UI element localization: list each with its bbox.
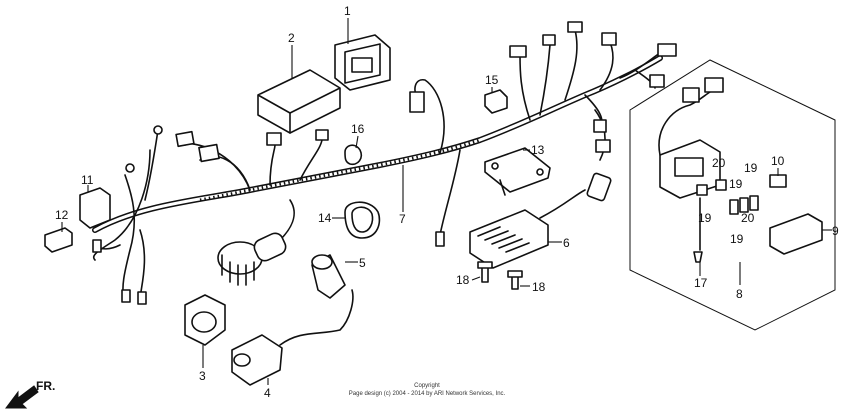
round-connector xyxy=(217,232,287,286)
callout-15: 15 xyxy=(485,73,499,87)
ring-terminal xyxy=(125,163,135,173)
spade-terminal xyxy=(121,289,131,303)
callout-19: 19 xyxy=(730,232,744,246)
harness-connectors xyxy=(92,21,677,305)
connector-coupler xyxy=(649,74,665,88)
ring-terminal xyxy=(153,125,163,135)
connector-coupler xyxy=(409,91,425,113)
front-label: FR. xyxy=(36,379,55,393)
connector-coupler xyxy=(586,172,612,202)
copyright-label: Copyright xyxy=(414,383,440,389)
connector-coupler xyxy=(542,34,556,46)
connector-coupler xyxy=(198,143,220,163)
callout-16: 16 xyxy=(351,122,365,136)
leader-lines xyxy=(61,18,832,385)
fuse xyxy=(696,184,708,196)
callout-4: 4 xyxy=(264,386,271,400)
spade-terminal xyxy=(92,239,102,253)
page-design-notice: Page design (c) 2004 - 2014 by ARI Netwo… xyxy=(349,391,506,397)
callout-5: 5 xyxy=(359,256,366,270)
callout-19: 19 xyxy=(698,211,712,225)
callout-18-left: 18 xyxy=(456,273,470,287)
callout-9: 9 xyxy=(832,224,839,238)
part-1-coupler xyxy=(334,34,391,91)
callout-19: 19 xyxy=(729,177,743,191)
connector-coupler xyxy=(266,132,282,146)
part-12-relay xyxy=(44,227,73,253)
part-6-regulator xyxy=(469,189,586,269)
fuse xyxy=(729,199,739,215)
copyright-footer: Copyright Page design (c) 2004 - 2014 by… xyxy=(349,383,506,397)
connector-coupler xyxy=(704,77,724,93)
part-10-fuse xyxy=(769,174,787,188)
callout-18-right: 18 xyxy=(532,280,546,294)
part-16-clip xyxy=(344,144,363,166)
callout-19: 19 xyxy=(744,161,758,175)
part-5-plug-cap xyxy=(311,254,346,299)
fuse xyxy=(739,197,749,213)
callout-11: 11 xyxy=(81,173,94,187)
callout-20: 20 xyxy=(741,211,755,225)
part-15-clip xyxy=(484,89,508,114)
callout-1: 1 xyxy=(344,4,351,18)
callout-7: 7 xyxy=(399,212,406,226)
front-direction-arrow: FR. xyxy=(5,379,55,409)
part-11-relay xyxy=(79,187,111,229)
part-13-bracket xyxy=(484,147,551,196)
connector-coupler xyxy=(567,21,583,33)
part-3-rubber-mount xyxy=(184,294,226,346)
part-2-control-unit xyxy=(257,69,341,134)
connector-coupler xyxy=(682,87,700,103)
callout-13: 13 xyxy=(531,143,545,157)
callout-14: 14 xyxy=(318,211,332,225)
part-8-fuse-box-group xyxy=(629,59,836,331)
wire-harness xyxy=(92,29,666,301)
connector-coupler xyxy=(593,119,607,133)
callout-17: 17 xyxy=(694,276,708,290)
part-18-bolt xyxy=(507,270,523,290)
callout-20: 20 xyxy=(712,156,726,170)
fuse-box-lid xyxy=(674,157,704,177)
connector-coupler xyxy=(601,32,617,46)
fuse xyxy=(749,195,759,211)
part-17-screw xyxy=(693,251,703,263)
part-4-ignition-coil xyxy=(231,289,354,386)
connector-coupler xyxy=(175,130,195,148)
part-14-band xyxy=(344,201,381,239)
callout-8: 8 xyxy=(736,287,743,301)
connector-coupler xyxy=(595,139,611,153)
part-9-cover xyxy=(769,213,823,255)
callout-12: 12 xyxy=(55,208,69,222)
callout-6: 6 xyxy=(563,236,570,250)
callout-3: 3 xyxy=(199,369,206,383)
connector-coupler xyxy=(509,45,527,58)
spade-terminal xyxy=(137,291,147,305)
connector-coupler xyxy=(657,43,677,57)
callout-2: 2 xyxy=(288,31,295,45)
spade-terminal xyxy=(435,231,445,247)
part-18-bolt xyxy=(477,261,493,283)
callout-numbers: 1 2 3 4 5 6 7 8 9 10 11 12 13 14 15 16 1… xyxy=(55,4,839,400)
callout-10: 10 xyxy=(771,154,785,168)
connector-coupler xyxy=(315,129,329,141)
fuse xyxy=(715,179,727,191)
part-8-group-frame xyxy=(629,59,836,331)
